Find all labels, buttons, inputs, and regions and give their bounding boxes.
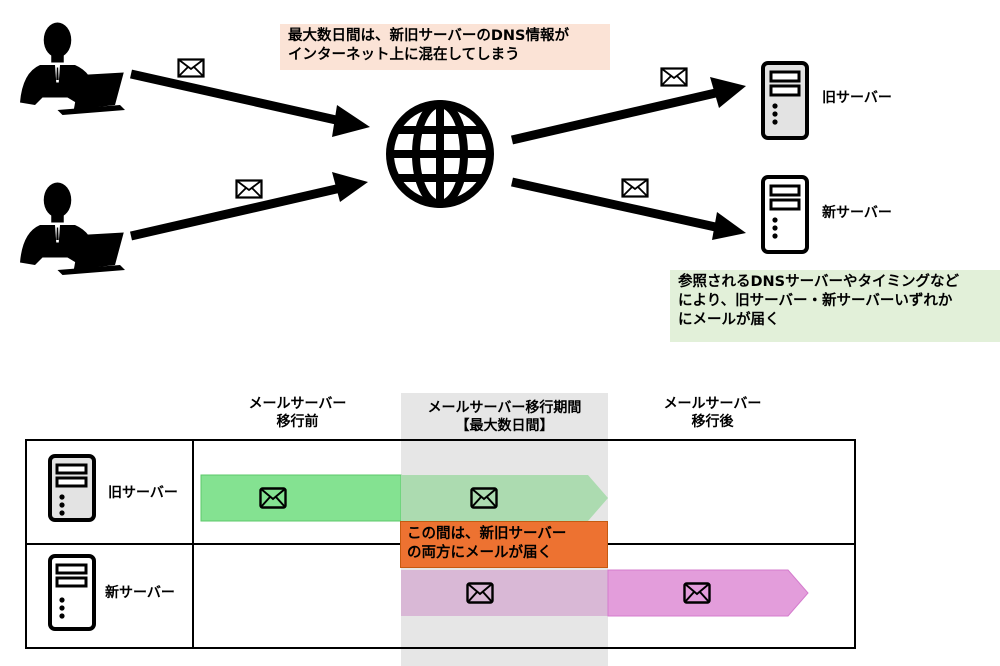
dns-mix-note: 最大数日間は、新旧サーバーのDNS情報が インターネット上に混在してしまう <box>280 24 610 70</box>
note-line: 参照されるDNSサーバーやタイミングなど <box>678 274 959 290</box>
arrow-sender1-to-globe <box>130 69 370 137</box>
person-laptop-icon <box>20 182 125 275</box>
new-server-bar <box>401 569 809 617</box>
old-server-bar <box>200 474 608 522</box>
person-laptop-icon <box>20 22 125 115</box>
period-line: メールサーバー <box>248 396 347 412</box>
server-icon <box>48 454 96 522</box>
period-line: メールサーバー移行期間 <box>427 400 582 416</box>
period-header-before: メールサーバー 移行前 <box>205 395 390 431</box>
arrow-globe-to-old-server <box>510 77 746 145</box>
note-line: の両方にメールが届く <box>407 545 552 561</box>
old-server-label: 旧サーバー <box>822 90 892 106</box>
delivery-note: 参照されるDNSサーバーやタイミングなど により、旧サーバー・新サーバーいずれか… <box>670 270 1000 342</box>
note-line: にメールが届く <box>678 312 780 328</box>
period-header-migration: メールサーバー移行期間 【最大数日間】 <box>401 399 608 435</box>
bar-segment-before <box>200 474 402 522</box>
envelope-icon <box>235 179 263 199</box>
note-line: インターネット上に混在してしまう <box>288 47 520 63</box>
period-line: 移行後 <box>691 414 734 430</box>
globe-icon <box>386 100 494 208</box>
overlap-note: この間は、新旧サーバー の両方にメールが届く <box>400 521 608 568</box>
arrow-sender2-to-globe <box>129 172 368 241</box>
envelope-icon <box>660 67 688 87</box>
arrow-globe-to-new-server <box>511 177 746 240</box>
server-icon <box>761 175 809 254</box>
note-line: この間は、新旧サーバー <box>407 526 567 542</box>
network-diagram <box>20 22 809 275</box>
envelope-icon <box>177 58 205 78</box>
bar-segment-migration <box>401 570 608 616</box>
note-line: 最大数日間は、新旧サーバーのDNS情報が <box>288 28 569 44</box>
row-label-old-server: 旧サーバー <box>108 485 178 501</box>
note-line: により、旧サーバー・新サーバーいずれか <box>678 293 953 309</box>
period-line: 【最大数日間】 <box>455 418 554 434</box>
period-line: メールサーバー <box>663 396 762 412</box>
column-divider <box>192 439 194 649</box>
bar-segment-migration <box>401 475 608 521</box>
period-header-after: メールサーバー 移行後 <box>620 395 805 431</box>
timeline-graphics <box>48 454 809 631</box>
bar-segment-after <box>607 569 809 617</box>
period-line: 移行前 <box>276 414 319 430</box>
row-label-new-server: 新サーバー <box>105 585 175 601</box>
new-server-label: 新サーバー <box>822 205 892 221</box>
envelope-icon <box>621 178 649 198</box>
server-icon <box>761 61 809 140</box>
server-icon <box>48 554 96 631</box>
